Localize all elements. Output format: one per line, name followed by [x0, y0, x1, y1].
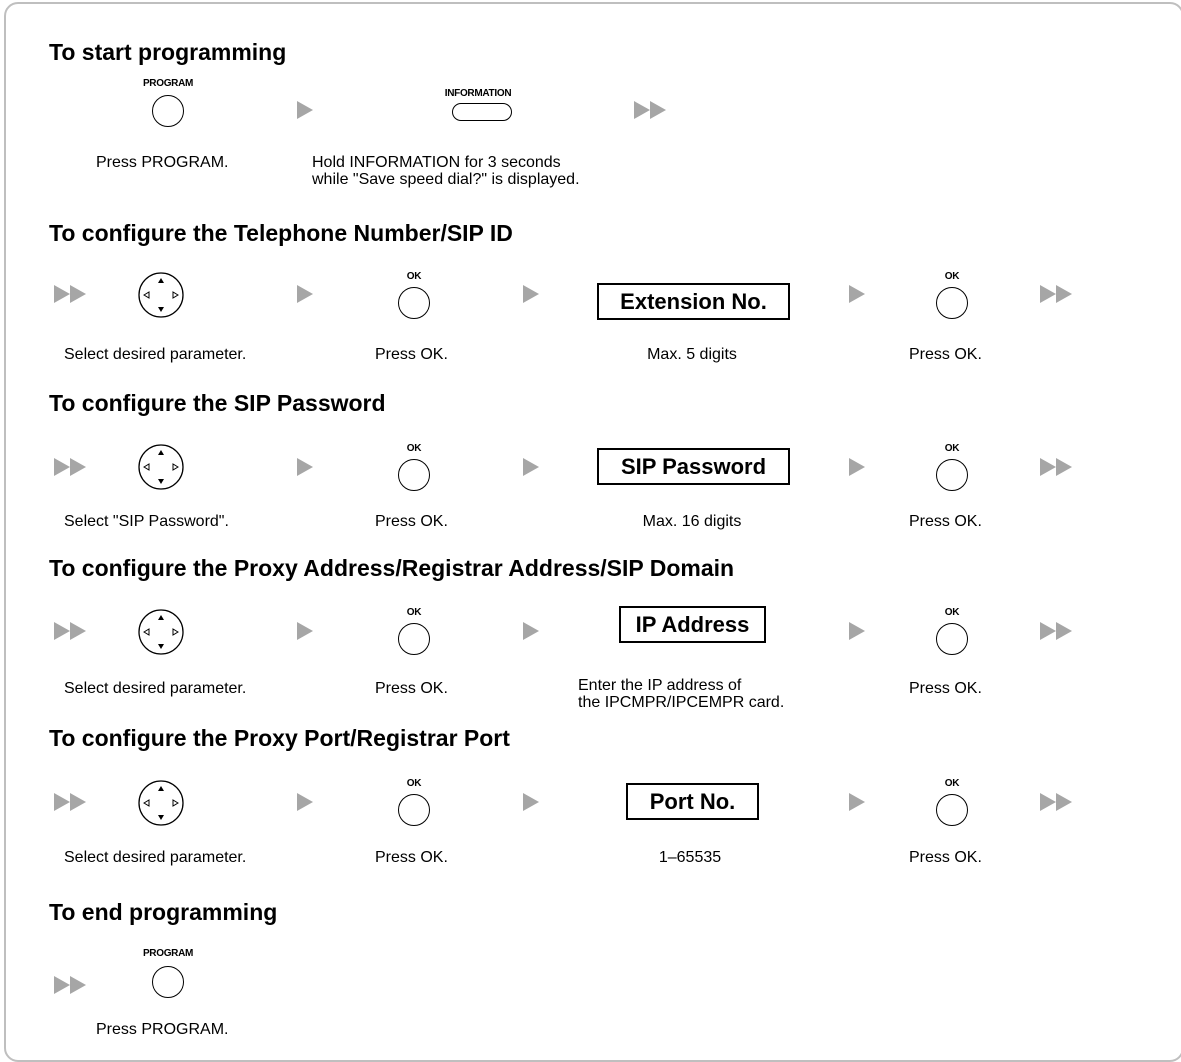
ok-key-label: OK — [406, 443, 422, 454]
press-ok-caption: Press OK. — [375, 680, 448, 697]
double-right-arrow-icon — [1040, 622, 1072, 640]
ok-key-label: OK — [406, 607, 422, 618]
hold-information-line-1: Hold INFORMATION for 3 seconds — [312, 154, 561, 171]
ok-key-label: OK — [944, 443, 960, 454]
navigator-key-icon[interactable] — [138, 780, 184, 826]
extension-digits-caption: Max. 5 digits — [647, 346, 737, 363]
ok-button[interactable] — [398, 459, 430, 491]
ip-address-caption-line-1: Enter the IP address of — [578, 677, 742, 694]
section-title-telephone: To configure the Telephone Number/SIP ID — [49, 220, 513, 246]
section-title-port: To configure the Proxy Port/Registrar Po… — [49, 725, 510, 751]
select-parameter-caption: Select desired parameter. — [64, 346, 247, 363]
press-ok-caption: Press OK. — [909, 346, 982, 363]
double-right-arrow-icon — [634, 101, 666, 119]
navigator-key-icon[interactable] — [138, 609, 184, 655]
navigator-key-icon[interactable] — [138, 444, 184, 490]
navigator-key-icon[interactable] — [138, 272, 184, 318]
double-right-arrow-icon — [54, 458, 86, 476]
single-right-arrow-icon — [297, 793, 313, 811]
single-right-arrow-icon — [523, 285, 539, 303]
port-range-caption: 1–65535 — [658, 849, 722, 866]
single-right-arrow-icon — [523, 622, 539, 640]
single-right-arrow-icon — [297, 101, 313, 119]
program-button[interactable] — [152, 95, 184, 127]
ok-button[interactable] — [936, 287, 968, 319]
sip-password-field[interactable]: SIP Password — [597, 448, 790, 485]
double-right-arrow-icon — [1040, 285, 1072, 303]
double-right-arrow-icon — [54, 793, 86, 811]
double-right-arrow-icon — [54, 976, 86, 994]
hold-information-line-2: while "Save speed dial?" is displayed. — [312, 171, 580, 188]
press-ok-caption: Press OK. — [909, 513, 982, 530]
select-parameter-caption: Select desired parameter. — [64, 680, 247, 697]
press-ok-caption: Press OK. — [375, 513, 448, 530]
press-ok-caption: Press OK. — [909, 849, 982, 866]
single-right-arrow-icon — [849, 622, 865, 640]
ok-key-label: OK — [406, 271, 422, 282]
press-ok-caption: Press OK. — [375, 346, 448, 363]
program-key-label: PROGRAM — [142, 948, 194, 959]
press-program-caption: Press PROGRAM. — [96, 154, 229, 171]
select-parameter-caption: Select desired parameter. — [64, 849, 247, 866]
press-program-caption: Press PROGRAM. — [96, 1021, 229, 1038]
press-ok-caption: Press OK. — [375, 849, 448, 866]
port-number-field[interactable]: Port No. — [626, 783, 759, 820]
ok-key-label: OK — [406, 778, 422, 789]
section-title-password: To configure the SIP Password — [49, 390, 386, 416]
ip-address-caption-line-2: the IPCMPR/IPCEMPR card. — [578, 694, 785, 711]
section-title-proxy: To configure the Proxy Address/Registrar… — [49, 555, 735, 581]
press-ok-caption: Press OK. — [909, 680, 982, 697]
single-right-arrow-icon — [297, 622, 313, 640]
double-right-arrow-icon — [1040, 458, 1072, 476]
password-digits-caption: Max. 16 digits — [642, 513, 742, 530]
single-right-arrow-icon — [297, 458, 313, 476]
ok-button[interactable] — [398, 794, 430, 826]
select-sip-password-caption: Select "SIP Password". — [64, 513, 229, 530]
ok-button[interactable] — [936, 623, 968, 655]
ok-key-label: OK — [944, 607, 960, 618]
single-right-arrow-icon — [297, 285, 313, 303]
single-right-arrow-icon — [849, 793, 865, 811]
section-title-start: To start programming — [49, 39, 287, 65]
ip-address-caption: Enter the IP address of the IPCMPR/IPCEM… — [578, 677, 784, 711]
information-button[interactable] — [452, 103, 512, 121]
single-right-arrow-icon — [523, 793, 539, 811]
ok-button[interactable] — [398, 623, 430, 655]
section-title-end: To end programming — [49, 899, 278, 925]
ok-button[interactable] — [936, 794, 968, 826]
ok-key-label: OK — [944, 271, 960, 282]
double-right-arrow-icon — [54, 285, 86, 303]
single-right-arrow-icon — [849, 285, 865, 303]
single-right-arrow-icon — [849, 458, 865, 476]
ok-button[interactable] — [398, 287, 430, 319]
double-right-arrow-icon — [1040, 793, 1072, 811]
ip-address-field[interactable]: IP Address — [619, 606, 766, 643]
double-right-arrow-icon — [54, 622, 86, 640]
extension-number-field[interactable]: Extension No. — [597, 283, 790, 320]
program-key-label: PROGRAM — [142, 78, 194, 89]
single-right-arrow-icon — [523, 458, 539, 476]
program-button[interactable] — [152, 966, 184, 998]
ok-key-label: OK — [944, 778, 960, 789]
information-key-label: INFORMATION — [444, 88, 512, 99]
ok-button[interactable] — [936, 459, 968, 491]
hold-information-caption: Hold INFORMATION for 3 seconds while "Sa… — [312, 154, 580, 188]
